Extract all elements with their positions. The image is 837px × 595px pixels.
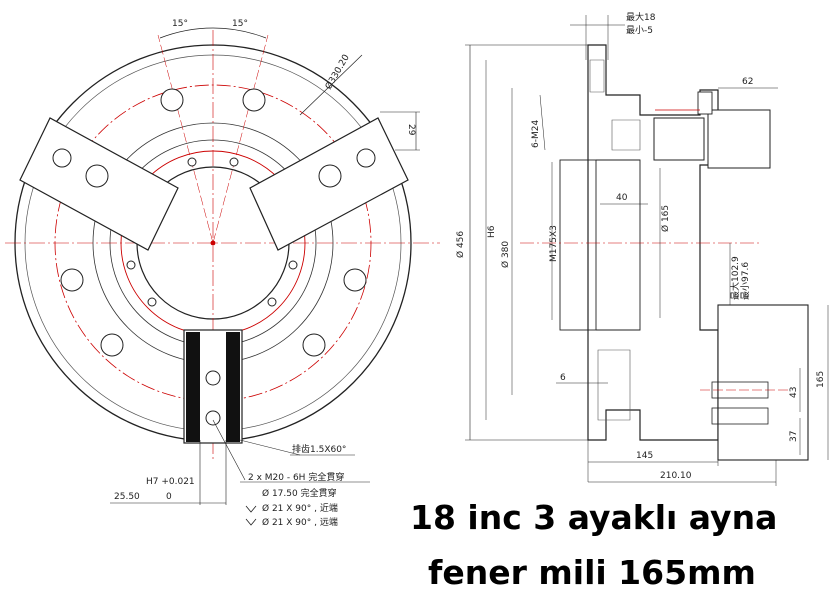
- dim-40-label: 40: [616, 193, 628, 203]
- dim-210-label: 210.10: [660, 471, 692, 481]
- side-view: Ø 456 H6 Ø 380 M175X3 6-M24 最大18 最小-5: [455, 11, 829, 486]
- chamfer-leader: [239, 439, 301, 456]
- jaw-bolt-tl-2: [85, 164, 109, 188]
- stroke-min-label: 最小-5: [626, 25, 653, 36]
- travel-min-label: 最小97.6: [740, 262, 751, 300]
- spindle-nose: [559, 159, 597, 331]
- front-view: 15° 15° Ø330.20 29: [5, 19, 440, 528]
- caption-line-2: fener mili 165mm: [428, 553, 756, 592]
- section-hatch-bottom: [597, 349, 631, 421]
- jaw-bottom-slot-right: [226, 332, 240, 442]
- mount-hole-3: [60, 268, 84, 292]
- mount-hole-5: [343, 268, 367, 292]
- jaw-bolt-tr-1: [356, 148, 376, 168]
- dim-6-label: 6: [560, 373, 566, 383]
- cbore-symbol-far: [245, 518, 257, 526]
- diameter-leader: [299, 54, 363, 116]
- cbore-far: Ø 21 X 90° , 远端: [262, 516, 338, 528]
- top-jaw-block: [707, 109, 771, 169]
- dim-62-label: 62: [742, 77, 753, 87]
- angle-label-right: 15°: [232, 19, 248, 29]
- jaw-bottom-slot-left: [186, 332, 200, 442]
- mount-hole-6: [302, 333, 326, 357]
- small-hole-4: [147, 297, 157, 307]
- dim-m175-label: M175X3: [549, 225, 559, 262]
- angle-arc-right: [212, 27, 267, 39]
- dim-380-label: Ø 380: [500, 241, 511, 268]
- jaw-slide-block: [653, 117, 705, 161]
- jaw-bolt-tl-1: [52, 148, 72, 168]
- jaw-bolt-hex: [697, 91, 713, 115]
- caption-line-1: 18 inc 3 ayaklı ayna: [410, 498, 778, 537]
- bore-note: Ø 17.50 完全貫穿: [262, 487, 337, 499]
- jaw-bottom-bolt-lower: [205, 410, 221, 426]
- small-hole-1: [187, 157, 197, 167]
- cbore-near: Ø 21 X 90° , 近端: [262, 502, 338, 514]
- dim-m24-label: 6-M24: [531, 120, 541, 148]
- jaw-width-label: 29: [406, 124, 416, 136]
- small-hole-6: [267, 297, 277, 307]
- offset-label: 25.50: [114, 492, 140, 502]
- stroke-max-label: 最大18: [626, 11, 656, 23]
- cbore-symbol-near: [245, 505, 257, 513]
- body-inner-bore: [596, 159, 641, 331]
- fit-lower: 0: [166, 492, 172, 502]
- dim-145-label: 145: [636, 451, 653, 461]
- travel-max-label: 最大102.9: [729, 256, 741, 300]
- thread-leader: [212, 419, 246, 481]
- mount-flange: [717, 304, 809, 461]
- small-hole-3: [126, 260, 136, 270]
- fit-label: H7 +0.021: [146, 477, 195, 487]
- jaw-bottom-bolt-upper: [205, 370, 221, 386]
- angle-arc-left: [159, 27, 214, 39]
- angle-label-left: 15°: [172, 19, 188, 29]
- dim-43-label: 43: [789, 387, 799, 398]
- dim-h6-label: H6: [487, 225, 497, 238]
- mount-hole-1: [160, 88, 184, 112]
- angle-line-left: [157, 34, 214, 244]
- diameter-outer-label: Ø330.20: [323, 52, 352, 91]
- dim-dia165-label: Ø 165: [660, 205, 671, 232]
- small-hole-2: [229, 157, 239, 167]
- dim-165-label: 165: [816, 371, 826, 388]
- mount-hole-2: [242, 88, 266, 112]
- jaw-bolt-tr-2: [318, 164, 342, 188]
- dim-456-label: Ø 456: [455, 231, 466, 258]
- angle-line-right: [212, 34, 269, 244]
- body-outline: [587, 44, 719, 441]
- chamfer-note: 排齿1.5X60°: [292, 443, 346, 455]
- section-hatch-top: [589, 59, 641, 151]
- thread-note: 2 x M20 - 6H 完全貫穿: [248, 471, 344, 483]
- dim-m24-leader: [539, 94, 546, 151]
- small-hole-5: [288, 260, 298, 270]
- mount-bolt-lower: [711, 407, 769, 425]
- dim-37-label: 37: [789, 431, 799, 442]
- mount-hole-4: [100, 333, 124, 357]
